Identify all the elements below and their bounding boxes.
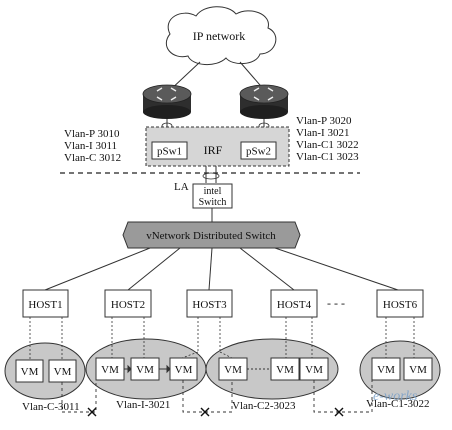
vm-label: VM	[101, 364, 119, 376]
vlan-label: Vlan-I 3011	[64, 140, 117, 152]
host-label: HOST4	[277, 299, 312, 311]
vm-label: VM	[175, 364, 193, 376]
intel-switch: intel Switch	[192, 183, 233, 209]
host-box: HOST2	[104, 289, 152, 318]
vm-label: VM	[224, 364, 242, 376]
irf-right-switch: pSw2	[246, 146, 271, 158]
vlan-label: Vlan-P 3010	[64, 128, 120, 140]
irf-left-switch: pSw1	[157, 146, 182, 158]
vlan-label: Vlan-I 3021	[296, 127, 349, 139]
group-label: Vlan-C-3011	[22, 401, 80, 413]
vm-label: VM	[54, 366, 72, 378]
host-label: HOST3	[192, 299, 227, 311]
intel-switch-line2: Switch	[199, 197, 227, 208]
vnetwork-distributed-switch: vNetwork Distributed Switch	[122, 221, 301, 249]
vm-box: VM	[371, 357, 401, 381]
inter-group-links	[61, 380, 373, 413]
host-ellipsis: - - -	[327, 296, 345, 310]
vm-box: VM	[270, 357, 300, 381]
vlan-list-right: Vlan-P 3020 Vlan-I 3021 Vlan-C1 3022 Vla…	[296, 115, 359, 163]
ip-network-cloud: IP network	[165, 6, 277, 65]
la-label: LA	[174, 181, 189, 193]
host-box: HOST3	[186, 289, 233, 318]
vm-migration-arrows	[124, 364, 271, 374]
vm-label: VM	[276, 364, 294, 376]
vds-label: vNetwork Distributed Switch	[146, 230, 276, 242]
vlan-label: Vlan-C1 3022	[296, 139, 359, 151]
vm-box: VM	[15, 359, 44, 383]
vlan-list-left: Vlan-P 3010 Vlan-I 3011 Vlan-C 3012	[64, 128, 121, 164]
host-label: HOST1	[28, 299, 62, 311]
group-label: Vlan-C2-3023	[232, 400, 296, 412]
irf-stack: pSw1 IRF pSw2	[145, 126, 290, 167]
vm-label: VM	[21, 366, 39, 378]
vm-label: VM	[305, 364, 323, 376]
vm-group-vlan-c-3011	[4, 342, 86, 400]
vm-label: VM	[377, 364, 395, 376]
cloud-label: IP network	[193, 29, 246, 43]
vlan-label: Vlan-C 3012	[64, 152, 121, 164]
vm-label: VM	[409, 364, 427, 376]
vm-box: VM	[48, 359, 77, 383]
host-box: HOST1	[22, 289, 69, 318]
router-icon	[142, 84, 192, 119]
vm-box: VM	[403, 357, 433, 381]
vm-box: VM	[130, 357, 160, 381]
vm-box: VM	[169, 357, 198, 381]
blocked-link-x-icon	[87, 407, 344, 417]
vm-box: VM	[299, 357, 329, 381]
host-label: HOST6	[383, 299, 418, 311]
vm-label: VM	[136, 364, 154, 376]
vm-box: VM	[218, 357, 248, 381]
watermark: e-works	[373, 389, 418, 404]
host-box: HOST4	[270, 289, 318, 318]
vm-box: VM	[95, 357, 125, 381]
vlan-label: Vlan-P 3020	[296, 115, 352, 127]
host-label: HOST2	[111, 299, 145, 311]
irf-label: IRF	[204, 143, 223, 157]
intel-switch-line1: intel	[204, 186, 222, 197]
group-label: Vlan-I-3021	[116, 399, 170, 411]
group-label: Vlan-C1-3022	[366, 398, 430, 410]
vlan-label: Vlan-C1 3023	[296, 151, 359, 163]
router-icon	[239, 84, 289, 119]
host-box: HOST6	[376, 289, 424, 318]
